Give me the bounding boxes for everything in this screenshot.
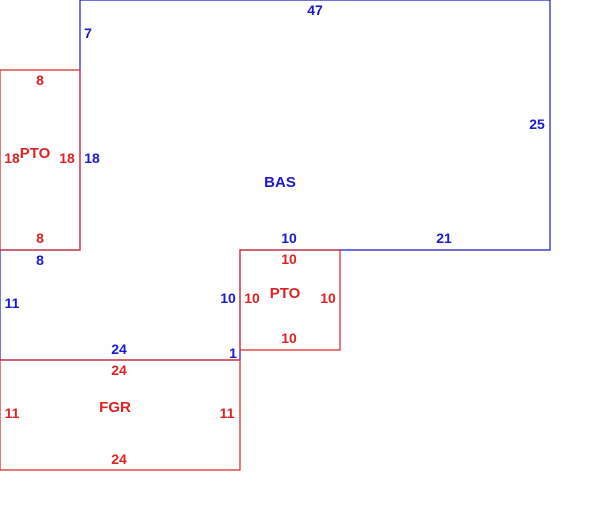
bas-dim-bottom-right: 21 bbox=[436, 230, 452, 246]
pto-left-dim-left: 18 bbox=[4, 150, 20, 166]
pto-center-dim-top: 10 bbox=[281, 251, 297, 267]
fgr-dim-top: 24 bbox=[111, 362, 127, 378]
pto-center-outline bbox=[239, 249, 341, 351]
pto-left-outline bbox=[0, 69, 81, 251]
fgr-dim-bottom: 24 bbox=[111, 451, 127, 467]
bas-area-label: BAS bbox=[264, 174, 296, 191]
pto-center-dim-bottom: 10 bbox=[281, 330, 297, 346]
pto-center-dim-left: 10 bbox=[244, 290, 260, 306]
fgr-dim-left: 11 bbox=[5, 405, 20, 421]
pto-left-dim-right: 18 bbox=[59, 150, 75, 166]
bas-dim-bottom-left: 24 bbox=[111, 341, 127, 357]
fgr-area-label: FGR bbox=[99, 399, 131, 416]
bas-dim-step-top: 10 bbox=[281, 230, 297, 246]
bas-dim-step-left: 10 bbox=[220, 290, 236, 306]
fgr-outline bbox=[0, 359, 241, 471]
pto-center-dim-right: 10 bbox=[320, 290, 336, 306]
pto-left-dim-bottom: 8 bbox=[36, 230, 44, 246]
pto-center-area-label: PTO bbox=[270, 285, 301, 302]
bas-dim-right: 25 bbox=[529, 116, 545, 132]
bas-dim-left-lower: 11 bbox=[5, 295, 20, 311]
pto-left-area-label: PTO bbox=[20, 145, 51, 162]
pto-left-dim-top: 8 bbox=[36, 72, 44, 88]
bas-dim-top: 47 bbox=[307, 2, 323, 18]
bas-dim-step-small: 1 bbox=[229, 345, 237, 361]
bas-dim-notch-right: 18 bbox=[84, 150, 100, 166]
bas-dim-notch-bottom: 8 bbox=[36, 252, 44, 268]
fgr-dim-right: 11 bbox=[220, 405, 235, 421]
bas-dim-notch-top: 7 bbox=[84, 25, 92, 41]
